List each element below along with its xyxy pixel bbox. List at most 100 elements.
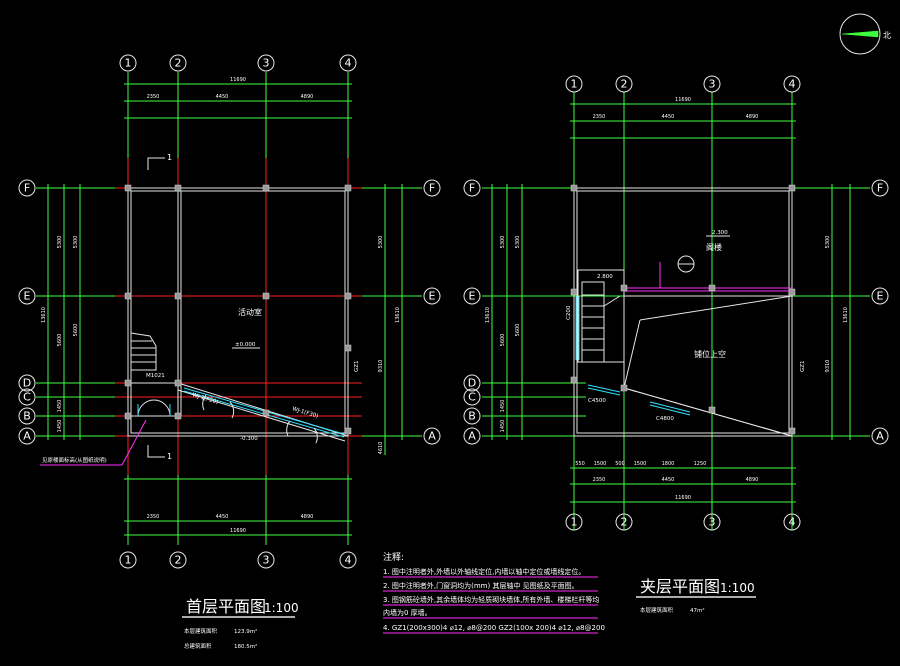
p2-axis-y-A: A <box>468 430 476 443</box>
p1-section-top: 1 <box>167 153 172 162</box>
p2-dim-left-0b: 5300 <box>515 236 521 249</box>
p1-room-name: 活动室 <box>238 307 262 317</box>
p1-slope: -0.300 <box>240 436 258 442</box>
p2-dim-top-2: 4890 <box>746 114 759 120</box>
p1-axis-x-bot-2: 2 <box>175 554 182 567</box>
p2-axis-x-top-3: 3 <box>709 78 716 91</box>
p2-axis-x-bot-2: 2 <box>621 516 628 529</box>
p2-dim-left-3: 1450 <box>500 420 506 433</box>
p1-title: 首层平面图 <box>186 597 266 616</box>
p1-dim-right-2: 4610 <box>378 442 384 455</box>
p1-axis-y-F: F <box>24 182 30 195</box>
p1-dim-right-0: 5300 <box>378 236 384 249</box>
p1-dim-left-0b: 5300 <box>73 236 79 249</box>
p2-room: 阁楼 <box>706 242 722 252</box>
notes-heading: 注释: <box>383 551 404 563</box>
note-2: 2. 图中注明者外,门窗洞均为(mm) 其层轴中 见图纸及平面图。 <box>383 581 579 590</box>
p2-dim-bot-1: 4450 <box>662 477 675 483</box>
p2-dim-right-1: 9310 <box>825 360 831 373</box>
p2-dim-seg-2: 500 <box>615 461 625 467</box>
p2-axis-x-top-2: 2 <box>621 78 628 91</box>
p2-dim-bot-0: 2350 <box>593 477 606 483</box>
p1-axis-y-C: C <box>23 391 31 404</box>
p1-axis-x-bot-1: 1 <box>125 554 132 567</box>
p1-axis-y-A-right: A <box>428 430 436 443</box>
p2-dim-top-1: 4450 <box>662 114 675 120</box>
p2-axis-labels-y: F E D C B A F E A <box>463 179 889 445</box>
p2-axis-labels-x: 1 2 3 4 1 2 3 4 <box>565 75 801 531</box>
p2-dim-seg-0: 550 <box>575 461 585 467</box>
p1-dim-left-2: 1450 <box>57 400 63 413</box>
p1-dim-bot-2: 4890 <box>301 514 314 520</box>
p1-column: GZ1 <box>354 360 360 372</box>
p1-axis-y-E-right: E <box>429 290 436 303</box>
p1-dim-top-0: 2350 <box>147 94 160 100</box>
p2-title: 夹层平面图 <box>640 577 720 596</box>
plan1: 11690 2350 4450 4890 2350 4450 4890 1169… <box>18 54 441 650</box>
p2-dim-seg-1: 1500 <box>594 461 607 467</box>
p1-section-bottom: 1 <box>167 452 172 461</box>
p1-elev: ±0.000 <box>235 342 256 348</box>
p1-columns <box>124 184 352 435</box>
p2-axis-y-D: D <box>468 377 476 390</box>
p1-win2: WJ-1(F30) <box>291 406 318 420</box>
p1-dim-left-1b: 5600 <box>73 324 79 337</box>
p1-dim-top-2: 4890 <box>301 94 314 100</box>
p1-dim-bot-1: 4450 <box>216 514 229 520</box>
p1-area-label-0: 本层建筑面积 <box>184 627 218 635</box>
p1-area-label-1: 总建筑面积 <box>184 642 212 650</box>
note-4: 4. GZ1(200x300)4 ⌀12, ⌀8@200 GZ2(100x 20… <box>383 624 605 632</box>
general-notes: 注释: 1. 图中注明者外,外墙以外轴线定位,内墙以轴中定位或墙线定位。 2. … <box>383 551 605 634</box>
p1-axis-x-top-1: 1 <box>125 57 132 70</box>
p1-axis-x-top-3: 3 <box>263 57 270 70</box>
p2-win2: C4800 <box>656 416 674 422</box>
north-arrow-icon: 北 <box>839 13 891 55</box>
p1-axis-x-bot-3: 3 <box>263 554 270 567</box>
p1-axis-x-bot-4: 4 <box>345 554 352 567</box>
p2-dim-right-total: 13610 <box>843 307 849 323</box>
p2-dim-left-1: 5600 <box>500 334 506 347</box>
p2-axis-x-bot-1: 1 <box>571 516 578 529</box>
p1-dim-bot-0: 2350 <box>147 514 160 520</box>
p2-dim-bot-total: 11690 <box>675 495 691 501</box>
p2-axis-y-F: F <box>469 182 475 195</box>
p2-dim-left-2: 1450 <box>500 400 506 413</box>
p1-dim-bot-total: 11690 <box>230 528 246 534</box>
p2-dim-seg-3: 1500 <box>634 461 647 467</box>
north-label: 北 <box>883 31 891 40</box>
p2-win1: C4500 <box>588 398 606 404</box>
p1-axis-y-A: A <box>23 430 31 443</box>
p2-dim-right-0: 5300 <box>825 236 831 249</box>
p2-room-elev: 2.300 <box>712 230 728 236</box>
p2-stair-elev: C200 <box>566 305 572 320</box>
p1-door: M1021 <box>146 373 165 379</box>
p2-column: GZ1 <box>800 360 806 372</box>
p2-dim-left-0: 5300 <box>500 236 506 249</box>
p1-axis-labels-x: 1 2 3 4 1 2 3 4 <box>119 54 357 569</box>
p1-dim-right-total: 13610 <box>395 307 401 323</box>
p2-area-value: 47m² <box>690 607 705 614</box>
p1-dim-left-0: 5300 <box>57 236 63 249</box>
p1-dim-left-total: 13610 <box>41 307 47 323</box>
plan2: 11690 2350 4450 4890 550 1500 500 1500 1… <box>463 75 889 614</box>
p2-axis-y-F-right: F <box>877 182 883 195</box>
p1-dim-right-1: 9310 <box>378 360 384 373</box>
p2-elev-top: 2.800 <box>597 274 613 280</box>
p2-dim-seg-5: 1250 <box>694 461 707 467</box>
p2-void: 铺位上空 <box>694 349 726 359</box>
note-1: 1. 图中注明者外,外墙以外轴线定位,内墙以轴中定位或墙线定位。 <box>383 567 585 576</box>
p2-dim-seg-4: 1800 <box>662 461 675 467</box>
p2-dim-top-total: 11690 <box>675 97 691 103</box>
note-3: 3. 图钢筋砼墙外,其余墙体均为轻质砌块墙体,所有外墙、楼梯栏杆等均 <box>383 595 599 604</box>
p2-dim-left-total: 13610 <box>485 307 491 323</box>
p1-axis-y-D: D <box>23 377 31 390</box>
p2-columns <box>570 184 796 435</box>
p1-dim-left-1: 5600 <box>57 334 63 347</box>
p1-axis-y-F-right: F <box>429 182 435 195</box>
p2-axis-y-C: C <box>468 391 476 404</box>
p2-axis-x-top-4: 4 <box>789 78 796 91</box>
p1-callout: 见原楼面标高(从图纸说明) <box>42 456 107 464</box>
p1-axis-labels-y: F E D C B A F E A <box>18 179 441 445</box>
p2-dim-bot-2: 4890 <box>746 477 759 483</box>
p2-axis-y-A-right: A <box>876 430 884 443</box>
